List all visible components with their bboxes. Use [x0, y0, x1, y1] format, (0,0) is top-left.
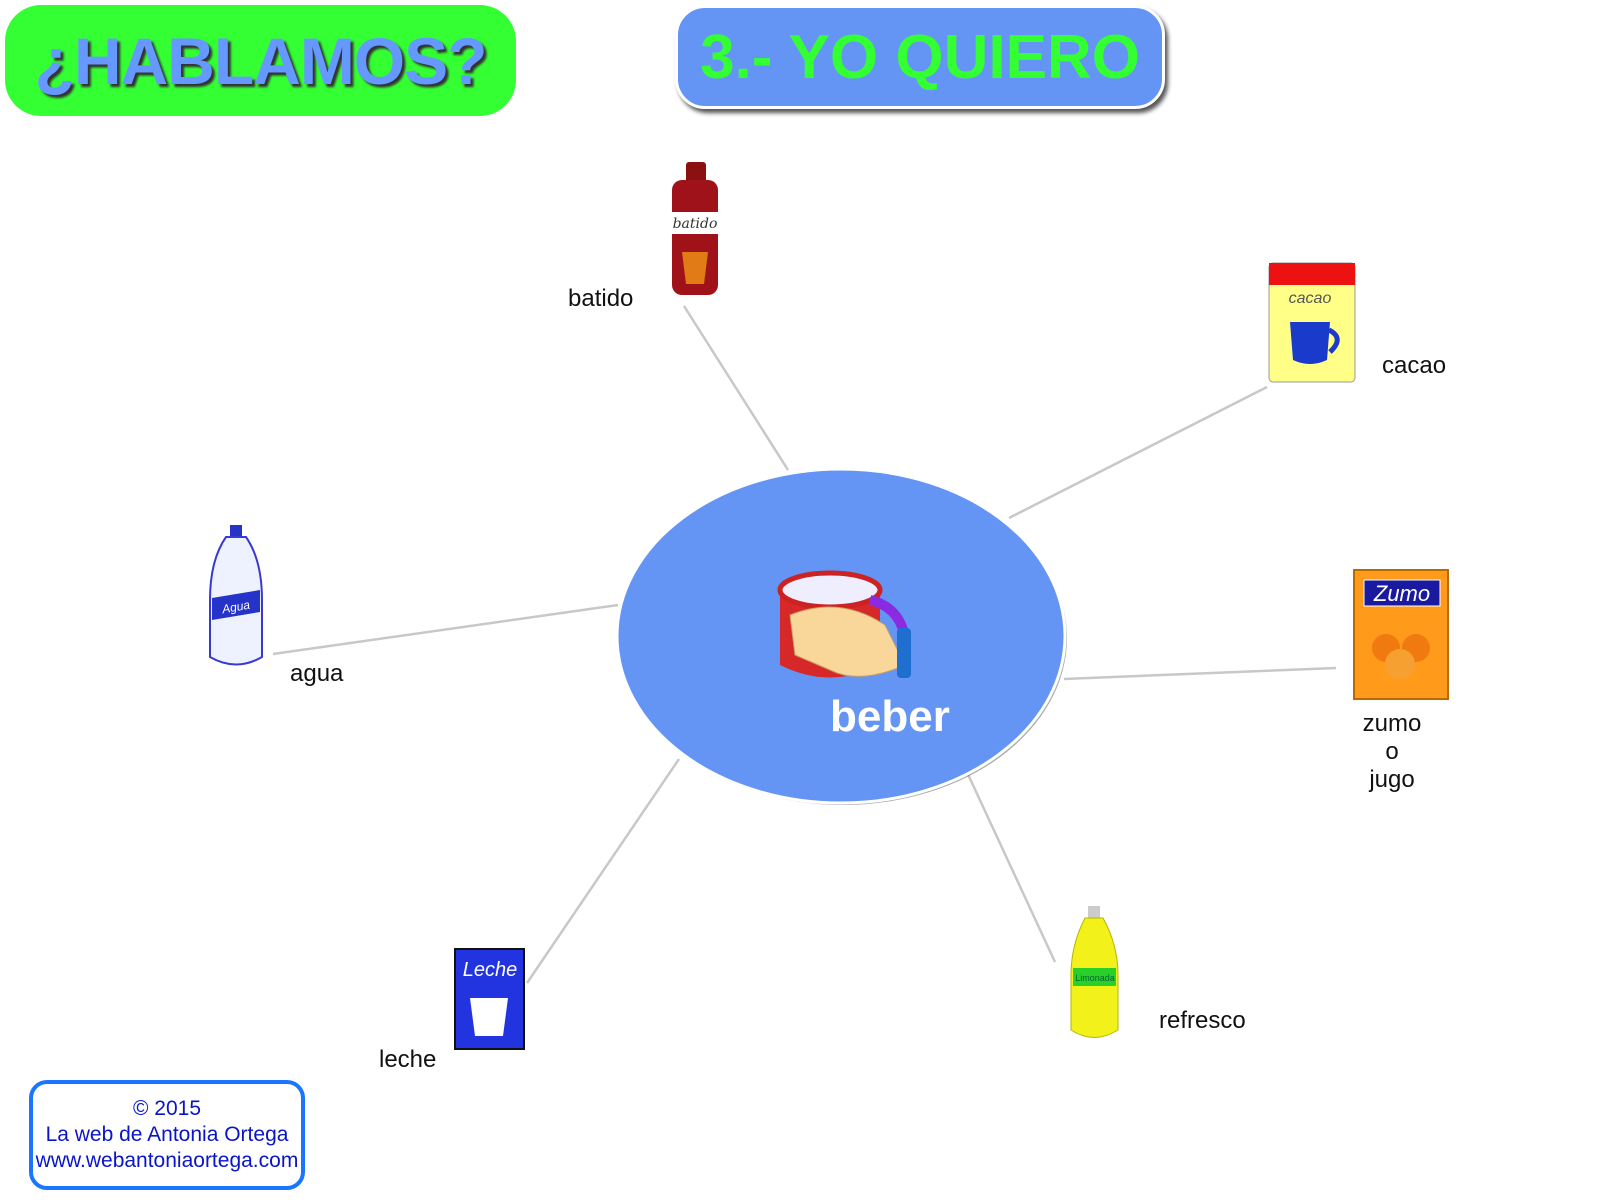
label-o: o: [1385, 738, 1399, 765]
svg-text:Leche: Leche: [463, 959, 518, 981]
label-batido: batido: [568, 285, 634, 312]
cocoa-box-icon: cacao: [1268, 262, 1356, 383]
lemonade-bottle-icon: Limonada: [1070, 906, 1119, 1038]
connector-zumo: [1063, 666, 1337, 681]
milkshake-bottle-icon: batido: [672, 162, 718, 295]
juice-box-icon: Zumo: [1353, 569, 1449, 700]
svg-text:Limonada: Limonada: [1075, 973, 1115, 983]
copyright-author: La web de Antonia Ortega: [45, 1123, 289, 1146]
label-agua: agua: [290, 660, 344, 687]
page-title: 3.- YO QUIERO: [700, 22, 1140, 92]
copyright-box: © 2015 La web de Antonia Ortega www.weba…: [29, 1080, 305, 1190]
connector-cacao: [1008, 385, 1268, 520]
label-refresco: refresco: [1159, 1007, 1246, 1034]
svg-text:Agua: Agua: [220, 598, 251, 617]
copyright-year: © 2015: [132, 1097, 202, 1120]
label-cacao: cacao: [1382, 352, 1447, 379]
milk-carton-icon: Leche: [454, 948, 525, 1050]
connector-agua: [272, 603, 619, 656]
svg-text:cacao: cacao: [1289, 290, 1332, 307]
water-bottle-icon: Agua: [209, 525, 263, 666]
label-jugo: jugo: [1369, 766, 1415, 793]
label-zumo-o-jugo: zumo o jugo: [1352, 710, 1432, 794]
label-leche: leche: [379, 1046, 437, 1073]
title-banner: 3.- YO QUIERO: [675, 5, 1165, 109]
connector-refresco: [964, 769, 1057, 963]
svg-text:Zumo: Zumo: [1373, 581, 1430, 606]
copyright-url[interactable]: www.webantoniaortega.com: [35, 1149, 299, 1172]
hablamos-text: ¿HABLAMOS?: [34, 23, 488, 98]
label-zumo: zumo: [1362, 710, 1422, 737]
connector-lines: [272, 305, 1337, 984]
connector-batido: [682, 305, 790, 471]
connector-leche: [525, 758, 681, 984]
center-label: beber: [830, 692, 950, 741]
hablamos-badge: ¿HABLAMOS?: [5, 5, 516, 116]
svg-text:batido: batido: [673, 216, 718, 232]
mug-in-hand-icon: [777, 570, 911, 678]
